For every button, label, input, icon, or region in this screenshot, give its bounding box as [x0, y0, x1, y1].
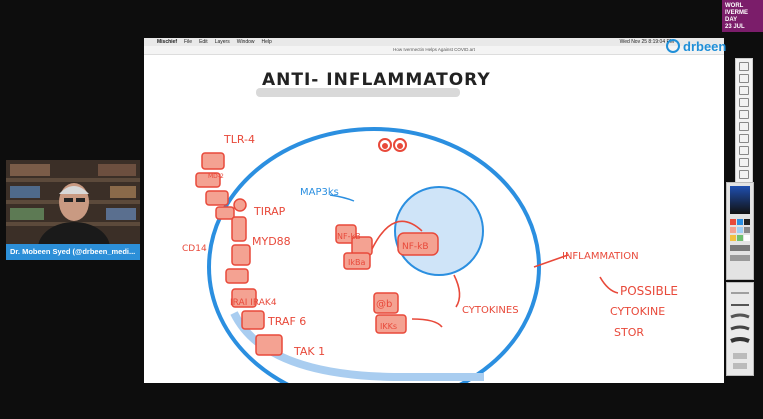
menu-edit[interactable]: Edit	[199, 39, 208, 45]
label-ikks: IKKs	[380, 322, 397, 331]
logo-text: drbeen	[683, 38, 727, 54]
zoom-tool-icon[interactable]	[739, 86, 749, 95]
brush-settings	[733, 353, 747, 359]
badge-line: 23 JUL	[725, 24, 745, 30]
label-nfkb: NF-kB	[337, 232, 361, 241]
label-cytokine: CYTOKINE	[610, 305, 665, 318]
window-title: How Ivermectin Helps Against COVID.art	[144, 46, 724, 55]
label-ab: @b	[376, 299, 392, 310]
menubar-clock: Wed Nov 25 8:19:04 PM	[619, 39, 674, 45]
title-highlight	[256, 88, 460, 97]
menu-file[interactable]: File	[184, 39, 193, 45]
menu-help[interactable]: Help	[261, 39, 272, 45]
presenter-nameplate: Dr. Mobeen Syed (@drbeen_medi...	[6, 244, 140, 260]
menubar: Mischief File Edit Layers Window Help We…	[144, 38, 724, 46]
pathway-arrows	[371, 220, 619, 328]
drbeen-logo-icon	[666, 39, 680, 53]
brush-heavy	[730, 337, 750, 343]
brush-panel[interactable]	[726, 282, 754, 376]
label-irak: IRAI IRAK4	[230, 298, 277, 308]
swatch-black	[744, 219, 750, 225]
receptor-complex	[195, 152, 439, 356]
tool-sidebar	[735, 58, 753, 184]
label-map3ks: MAP3ks	[300, 187, 339, 198]
swatch-lightblue	[737, 227, 743, 233]
label-inflammation: INFLAMMATION	[562, 251, 639, 262]
text-tool-icon[interactable]	[739, 158, 749, 167]
swatch-salmon	[730, 227, 736, 233]
swatch-yellow	[730, 235, 736, 241]
brush-marker	[730, 313, 750, 319]
presenter-webcam	[6, 160, 140, 244]
menu-app-name[interactable]: Mischief	[157, 39, 178, 45]
pen-tool-icon[interactable]	[739, 98, 749, 107]
layers-tool-icon[interactable]	[739, 170, 749, 179]
color-palette[interactable]	[726, 182, 754, 280]
label-cd14: CD14	[182, 244, 207, 254]
label-tak1: TAK 1	[293, 345, 325, 358]
label-tirap: TIRAP	[253, 205, 286, 218]
cell-membrane	[207, 127, 541, 383]
label-stor: STOR	[614, 326, 644, 339]
app-window: Mischief File Edit Layers Window Help We…	[144, 38, 724, 383]
label-myd88: MYD88	[252, 235, 291, 248]
badge-line: DAY	[725, 17, 738, 23]
menu-layers[interactable]: Layers	[214, 39, 230, 45]
swatch-red	[730, 219, 736, 225]
eraser-tool-icon[interactable]	[739, 122, 749, 131]
drawing-title: ANTI- INFLAMMATORY	[262, 70, 491, 90]
presenter-image	[10, 164, 136, 244]
drawing-canvas[interactable]: ANTI- INFLAMMATORY	[144, 55, 724, 383]
label-possible: POSSIBLE	[620, 284, 678, 298]
label-tlr4: TLR-4	[223, 133, 255, 146]
label-cytokines: CYTOKINES	[462, 305, 519, 316]
menu-window[interactable]: Window	[236, 39, 255, 45]
label-nfkb-nucleus: NF-kB	[402, 242, 429, 252]
nucleus	[394, 186, 484, 276]
label-md2: MD-2	[208, 173, 224, 180]
pan-tool-icon[interactable]	[739, 74, 749, 83]
label-ikba: IkBa	[348, 258, 365, 267]
swatch-blue	[737, 219, 743, 225]
shape-tool-icon[interactable]	[739, 146, 749, 155]
label-traf6: TRAF 6	[267, 315, 306, 328]
drbeen-logo: drbeen	[666, 36, 726, 56]
swatch-white	[744, 235, 750, 241]
opacity-slider	[730, 245, 750, 251]
color-picker	[730, 186, 750, 214]
doodle-eyes	[378, 138, 407, 152]
swatch-gray	[744, 227, 750, 233]
brush-reset	[733, 363, 747, 369]
event-badge: WORL IVERME DAY 23 JUL	[722, 0, 763, 32]
badge-line: WORL	[725, 3, 744, 9]
swatch-green	[737, 235, 743, 241]
select-tool-icon[interactable]	[739, 134, 749, 143]
map3ks-arrow	[329, 194, 355, 202]
pointer-tool-icon[interactable]	[739, 62, 749, 71]
brush-tool-icon[interactable]	[739, 110, 749, 119]
size-slider	[730, 255, 750, 261]
brush-thick	[730, 325, 750, 331]
badge-line: IVERME	[725, 10, 749, 16]
